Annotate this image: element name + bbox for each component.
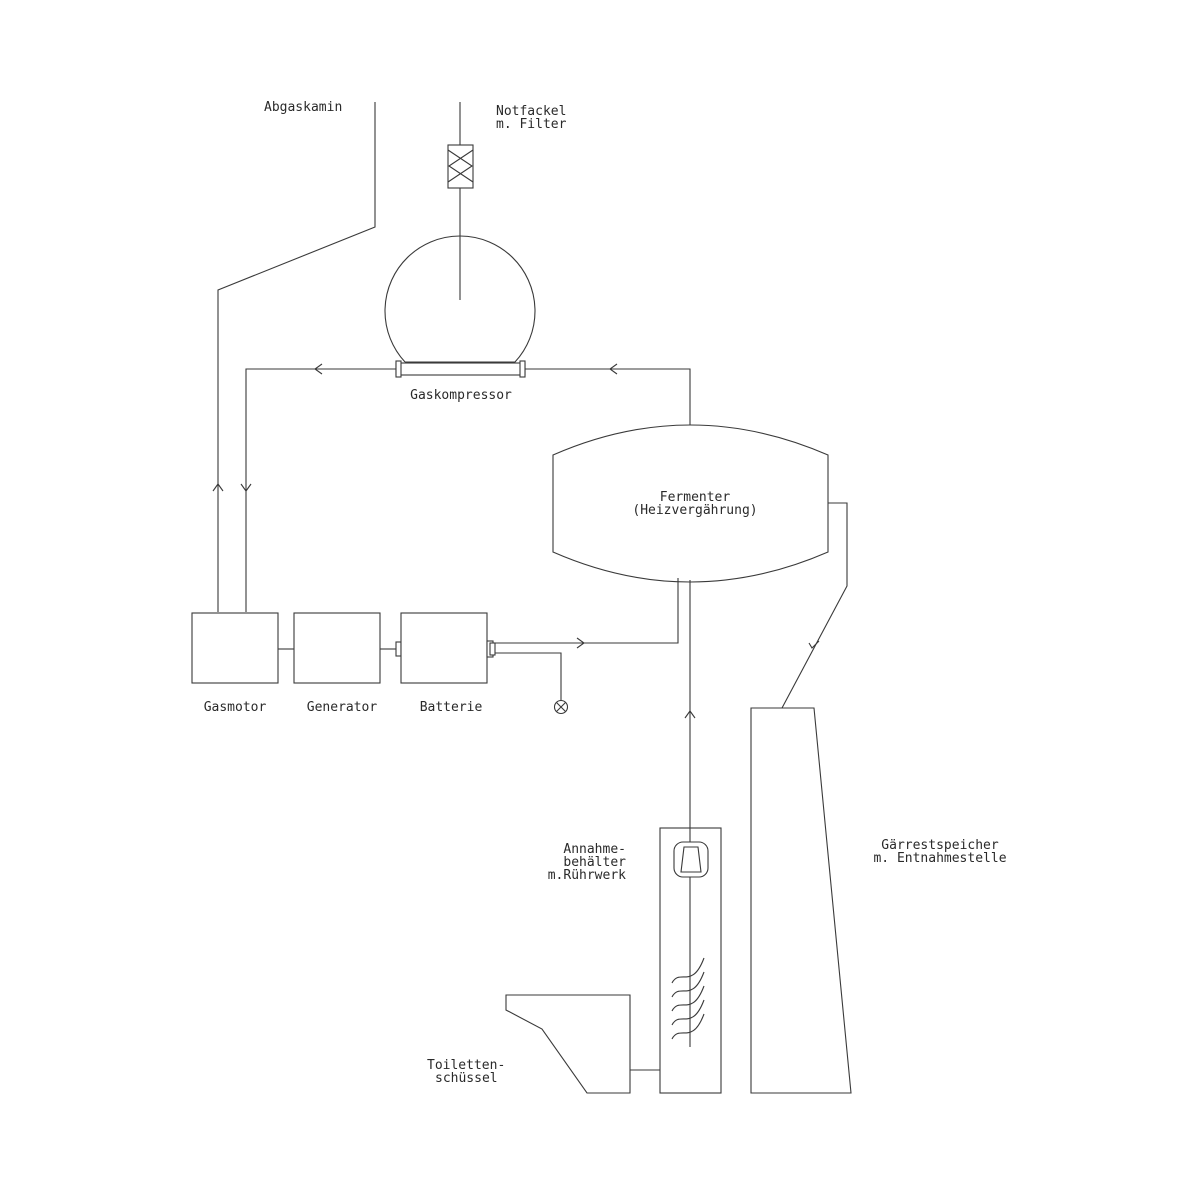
flame-arrester-icon (447, 144, 474, 189)
arrow-right-heat (576, 637, 585, 649)
arrow-left-1 (314, 363, 323, 375)
lamp-line (495, 652, 562, 701)
gas-compressor (395, 360, 526, 378)
arrow-left-2 (609, 363, 618, 375)
label-digestate-storage: Gärrestspeicher m. Entnahmestelle (873, 838, 1007, 866)
gas-pipe-to-engine (245, 368, 396, 612)
battery (400, 612, 488, 684)
label-fermenter: Fermenter (Heizvergährung) (632, 490, 758, 518)
label-gas-compressor: Gaskompressor (410, 388, 512, 403)
fermenter (552, 424, 829, 583)
label-exhaust-stack: Abgaskamin (264, 100, 343, 115)
label-receiving-tank: Annahme- behälter m.Rührwerk (547, 842, 626, 883)
generator (293, 612, 381, 684)
digestate-storage (750, 707, 852, 1094)
gas-holder (384, 235, 536, 363)
label-toilet-bowl: Toiletten- schüssel (427, 1058, 506, 1086)
arrow-down-1 (240, 483, 252, 492)
label-emergency-flare: Notfackel m. Filter (496, 104, 567, 132)
label-battery: Batterie (419, 700, 483, 715)
gas-pipe-from-fermenter (525, 368, 691, 425)
agitator-blades (671, 957, 705, 1040)
label-gas-engine: Gasmotor (203, 700, 267, 715)
heating-line (495, 578, 679, 644)
digestate-pipe (781, 502, 848, 709)
arrow-digestate (808, 640, 820, 649)
arrow-up-feed (684, 710, 696, 719)
lamp-cross-icon (553, 699, 569, 715)
arrow-up-exhaust (212, 483, 224, 492)
label-generator: Generator (306, 700, 378, 715)
agitator-icon (673, 841, 709, 878)
exhaust-stack-line (217, 102, 376, 612)
connector-left (395, 641, 402, 657)
gas-engine (191, 612, 279, 684)
toilet-bowl (505, 994, 631, 1094)
connector-right-2 (489, 642, 496, 656)
